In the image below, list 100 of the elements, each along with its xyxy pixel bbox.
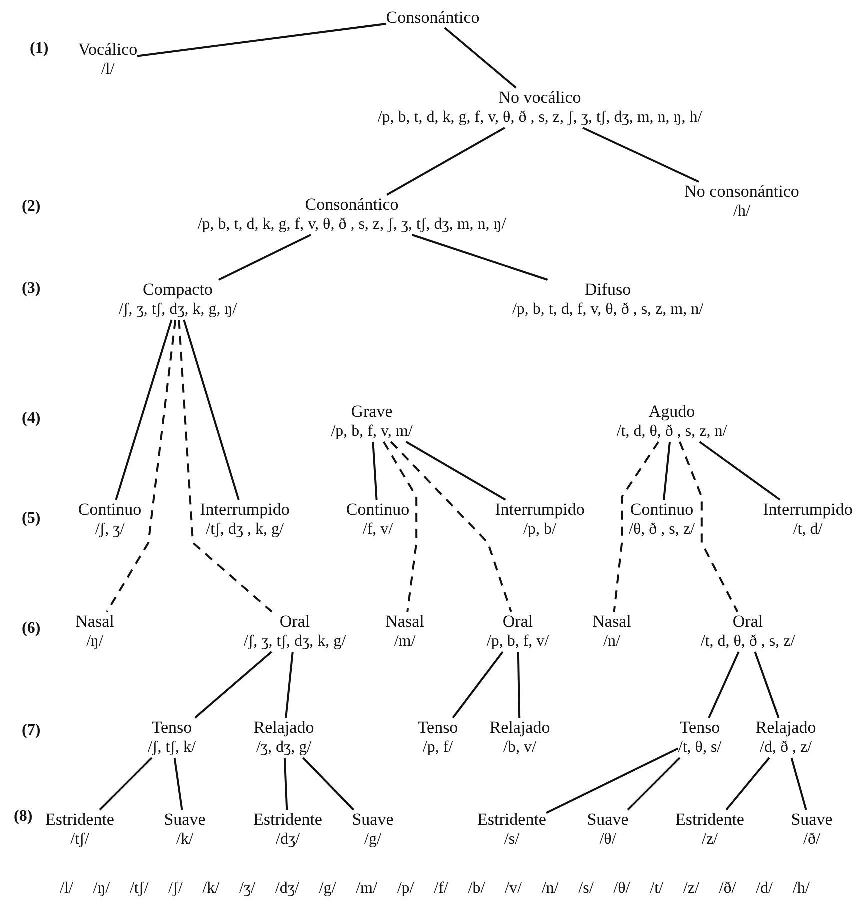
feature-label: Vocálico (78, 40, 138, 60)
phoneme: /tʃ/ (130, 880, 149, 898)
branch-line (406, 441, 506, 501)
branch-line (137, 23, 386, 58)
phoneme-set: /p, b, f, v/ (486, 632, 550, 652)
feature-label: Agudo (648, 402, 696, 422)
feature-label: Relajado (254, 718, 314, 738)
phoneme-set: /s/ (503, 830, 521, 850)
dashed-branch-line (178, 320, 273, 613)
level-number: (3) (22, 280, 41, 298)
level-number: (7) (22, 722, 41, 740)
phoneme-set: /p, b, t, d, k, g, f, v, θ, ð , s, z, ʃ, ʒ, tʃ, dʒ, m, n, ŋ/ (198, 215, 506, 235)
feature-label: Continuo (78, 500, 142, 520)
phoneme: /dʒ/ (275, 880, 300, 898)
phoneme: /v/ (505, 880, 522, 898)
feature-label: Grave (350, 402, 394, 422)
branch-line (517, 652, 521, 718)
phoneme-set: /b, v/ (502, 738, 538, 758)
feature-label: Interrumpido (200, 500, 290, 520)
phoneme-set: /ʃ, tʃ, k/ (148, 738, 196, 758)
feature-label: No vocálico (498, 88, 582, 108)
branch-line (302, 757, 354, 811)
feature-label: Tenso (150, 718, 194, 738)
phoneme-set: /ʒ, dʒ, g/ (255, 738, 313, 758)
branch-line (726, 757, 770, 811)
feature-label: Estridente (676, 810, 744, 830)
branch-line (285, 652, 294, 718)
phoneme-set: /p, b, f, v, m/ (331, 422, 413, 442)
feature-label: Tenso (418, 718, 458, 738)
branch-line (183, 320, 240, 500)
feature-label: Nasal (592, 612, 632, 632)
feature-label: Estridente (46, 810, 114, 830)
branch-line (699, 441, 781, 501)
phoneme: /m/ (356, 880, 378, 898)
feature-label: Suave (352, 810, 394, 830)
phoneme-set: /t, d/ (792, 520, 824, 540)
phoneme: /b/ (468, 880, 486, 898)
feature-label: Suave (164, 810, 206, 830)
feature-label: Nasal (386, 612, 424, 632)
phoneme-set: /g/ (364, 830, 382, 850)
branch-line (115, 320, 173, 500)
phoneme-set: /θ/ (598, 830, 618, 850)
feature-label: Interrumpido (763, 500, 853, 520)
branch-line (452, 651, 504, 719)
feature-label: Difuso (584, 280, 632, 300)
phoneme: /g/ (319, 880, 336, 898)
phoneme: /ʃ/ (168, 880, 183, 898)
branch-line (790, 758, 808, 810)
feature-label: Oral (278, 612, 312, 632)
feature-label: Suave (587, 810, 629, 830)
phoneme-set: /k/ (176, 830, 194, 850)
phoneme: /ʒ/ (239, 880, 256, 898)
feature-label: Tenso (678, 718, 722, 738)
phoneme: /s/ (578, 880, 594, 898)
dashed-branch-line (613, 441, 660, 612)
branch-line (444, 27, 517, 89)
phoneme-set: /h/ (732, 202, 752, 222)
phoneme: /t/ (650, 880, 664, 898)
level-number: (5) (22, 510, 41, 528)
phoneme-set: /ʃ, ʒ/ (94, 520, 126, 540)
dashed-branch-line (106, 320, 177, 613)
phoneme: /ð/ (719, 880, 736, 898)
feature-label: Interrumpido (495, 500, 585, 520)
level-number: (4) (22, 410, 41, 428)
phoneme-set: /ʃ, ʒ, tʃ, dʒ, k, g/ (244, 632, 346, 652)
phoneme: /k/ (202, 880, 220, 898)
phoneme-set: /p, b/ (522, 520, 558, 540)
level-number: (6) (22, 620, 41, 638)
feature-label: Relajado (756, 718, 816, 738)
phoneme-set: /m/ (393, 632, 417, 652)
phoneme: /z/ (683, 880, 700, 898)
feature-label: Suave (791, 810, 833, 830)
branch-line (194, 651, 272, 719)
feature-label: Consonántico (386, 8, 480, 28)
feature-label: Compacto (142, 280, 214, 300)
level-number: (2) (22, 198, 41, 216)
level-number: (8) (14, 808, 33, 826)
branch-line (99, 757, 153, 811)
phoneme: /θ/ (614, 880, 630, 898)
feature-label: Continuo (629, 500, 695, 520)
branch-line (663, 442, 671, 500)
feature-label: Oral (732, 612, 764, 632)
branch-line (582, 127, 700, 183)
phoneme-set: /p, f/ (422, 738, 454, 758)
feature-label: Estridente (478, 810, 546, 830)
phoneme-set: /t, θ, s/ (678, 738, 722, 758)
feature-label: Consonántico (304, 195, 400, 215)
phoneme-set: /p, b, t, d, f, v, θ, ð , s, z, m, n/ (512, 300, 704, 320)
phoneme: /ŋ/ (93, 880, 110, 898)
phoneme-set: /ð/ (802, 830, 822, 850)
phoneme-set: /d, ð , z/ (759, 738, 813, 758)
phoneme: /p/ (397, 880, 414, 898)
feature-label: No consonántico (684, 182, 800, 202)
branch-line (627, 757, 681, 811)
branch-line (412, 234, 548, 281)
phoneme-set: /tʃ/ (70, 830, 90, 850)
dashed-branch-line (390, 441, 512, 612)
dashed-branch-line (679, 442, 739, 612)
branch-line (284, 758, 288, 810)
phoneme-set: /dʒ/ (275, 830, 301, 850)
